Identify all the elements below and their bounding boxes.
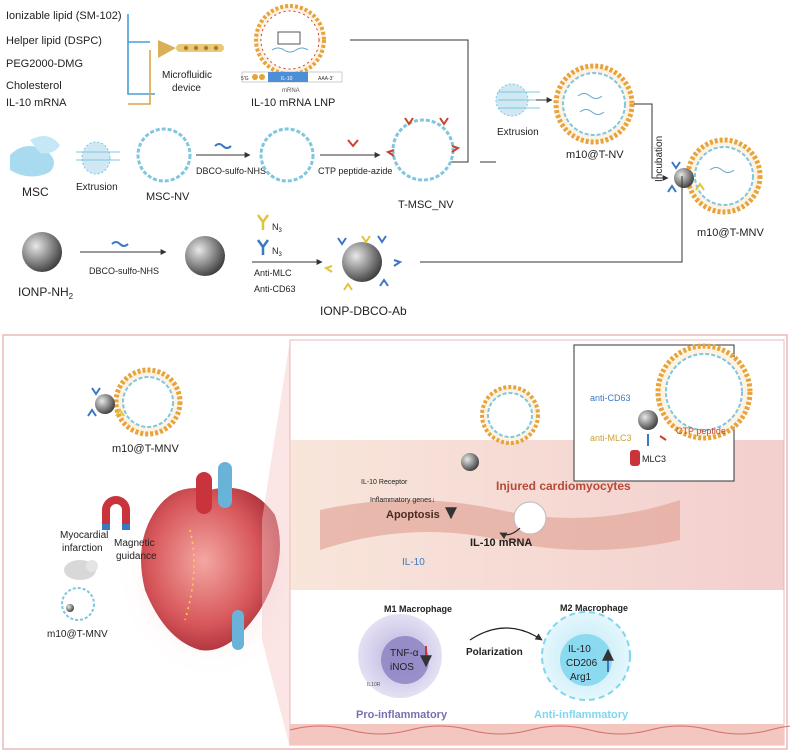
magnet-icon	[102, 496, 130, 530]
extrusion-label: Extrusion	[497, 127, 539, 138]
msc-label: MSC	[22, 185, 49, 199]
il10-receptor-label: IL-10 Receptor	[361, 479, 408, 486]
lnp-label: IL-10 mRNA LNP	[251, 97, 335, 109]
lipid-item: PEG2000-DMG	[6, 58, 83, 70]
ionp-particle	[22, 232, 62, 272]
mrna-tail: AAA-3'	[318, 76, 333, 82]
lipid-item: Cholesterol	[6, 80, 62, 92]
msc-nv-vesicle	[136, 127, 192, 183]
vessel-wall	[289, 724, 790, 745]
microfluidic-label: device	[172, 83, 201, 94]
inos-label: iNOS	[390, 662, 414, 673]
m10-t-mnv-small-label: m10@T-MNV	[47, 629, 108, 640]
m10-t-mnv-particle	[87, 367, 183, 437]
lipid-item: Helper lipid (DSPC)	[6, 35, 102, 47]
pro-inflammatory-label: Pro-inflammatory	[356, 709, 448, 721]
anti-cd63-label: anti-CD63	[590, 393, 631, 403]
m2-macrophage	[541, 611, 631, 701]
m2-label: M2 Macrophage	[560, 603, 628, 613]
dbco-icon	[111, 241, 129, 247]
inflammatory-genes-label: Inflammatory genes↓	[370, 497, 435, 504]
azide-label: N3	[272, 222, 283, 234]
magnetic-label: guidance	[116, 551, 157, 562]
il10-mrna-label: IL-10 mRNA	[470, 537, 532, 549]
t-msc-nv-label: T-MSC_NV	[398, 199, 454, 211]
ionp-dbco-ab-label: IONP-DBCO-Ab	[320, 304, 407, 318]
injured-cardiomyocytes-label: Injured cardiomyocytes	[496, 479, 631, 493]
bottom-panel	[2, 334, 788, 750]
zoom-wedge	[262, 340, 290, 748]
cardiomyocyte-band	[320, 500, 680, 550]
dbco-vesicle	[259, 127, 315, 183]
polarization-label: Polarization	[466, 647, 523, 658]
dbco-label: DBCO-sulfo-NHS	[89, 266, 159, 276]
anti-cd63-label: Anti-CD63	[254, 284, 296, 294]
heart-illustration	[115, 462, 305, 680]
anti-inflammatory-label: Anti-inflammatory	[534, 709, 629, 721]
m2-marker: CD206	[566, 658, 598, 669]
ctp-peptide-label: CTP peptide	[676, 426, 726, 436]
il10r-label: IL10R	[367, 682, 381, 688]
mrna-construct: 5'G IL-10 AAA-3' mRNA	[241, 71, 343, 94]
antibody-icons	[256, 214, 270, 255]
ionp-dbco-ab-particle	[323, 235, 403, 291]
mrna-gene: IL-10	[281, 76, 293, 82]
m10-t-mnv-label: m10@T-MNV	[697, 227, 764, 239]
incubation-label: Incubation	[654, 136, 665, 182]
m10-t-mnv-label: m10@T-MNV	[112, 443, 179, 455]
ctp-peptide-icon	[347, 139, 359, 148]
magnetic-label: Magnetic	[114, 538, 155, 549]
mrna-cap: 5'G	[241, 76, 249, 82]
apoptosis-label: Apoptosis	[386, 509, 440, 521]
microfluidic-label: Microfluidic	[162, 70, 212, 81]
lipid-bracket	[127, 14, 155, 95]
m2-marker: IL-10	[568, 644, 591, 655]
small-nanoparticle-icon	[61, 587, 95, 621]
polarization-arrow	[469, 627, 543, 641]
extrusion-icon	[495, 83, 540, 117]
t-msc-nv-vesicle	[385, 117, 461, 182]
extrusion-label: Extrusion	[76, 182, 118, 193]
tnf-label: TNF-α	[390, 648, 419, 659]
m10-t-nv-label: m10@T-NV	[566, 149, 624, 161]
dbco-icon	[214, 143, 232, 149]
mlc3-label: MLC3	[642, 454, 666, 464]
extrusion-icon	[76, 141, 120, 175]
m1-macrophage	[358, 614, 442, 698]
m10-t-mnv-particle	[667, 137, 763, 215]
m2-marker: Arg1	[570, 672, 592, 683]
mrna-caption: mRNA	[282, 88, 300, 94]
ctp-label: CTP peptide-azide	[318, 166, 392, 176]
myocardial-label: Myocardial	[60, 530, 108, 541]
mrna-line	[128, 50, 151, 105]
inset-particle	[630, 343, 753, 466]
azide-label: N3	[272, 246, 283, 258]
anti-mlc-label: Anti-MLC	[254, 268, 292, 278]
mouse-icon	[64, 560, 98, 580]
m10-t-nv-particle	[553, 63, 635, 145]
dbco-label: DBCO-sulfo-NHS	[196, 166, 266, 176]
tissue-particle	[461, 385, 540, 471]
msc-nv-label: MSC-NV	[146, 191, 190, 203]
anti-mlc3-label: anti-MLC3	[590, 433, 632, 443]
lipid-item: Ionizable lipid (SM-102)	[6, 10, 122, 22]
myocardial-label: infarction	[62, 543, 103, 554]
lnp-particle	[254, 4, 326, 76]
nucleus-icon	[513, 501, 547, 535]
msc-cells-icon	[10, 136, 60, 177]
m1-label: M1 Macrophage	[384, 604, 452, 614]
lipid-list: Ionizable lipid (SM-102) Helper lipid (D…	[6, 10, 122, 109]
ionp-label: IONP-NH2	[18, 285, 74, 301]
lipid-item: IL-10 mRNA	[6, 97, 67, 109]
microfluidic-device-icon	[158, 40, 224, 58]
ionp-dbco-particle	[185, 236, 225, 276]
il10-label: IL-10	[402, 557, 425, 568]
